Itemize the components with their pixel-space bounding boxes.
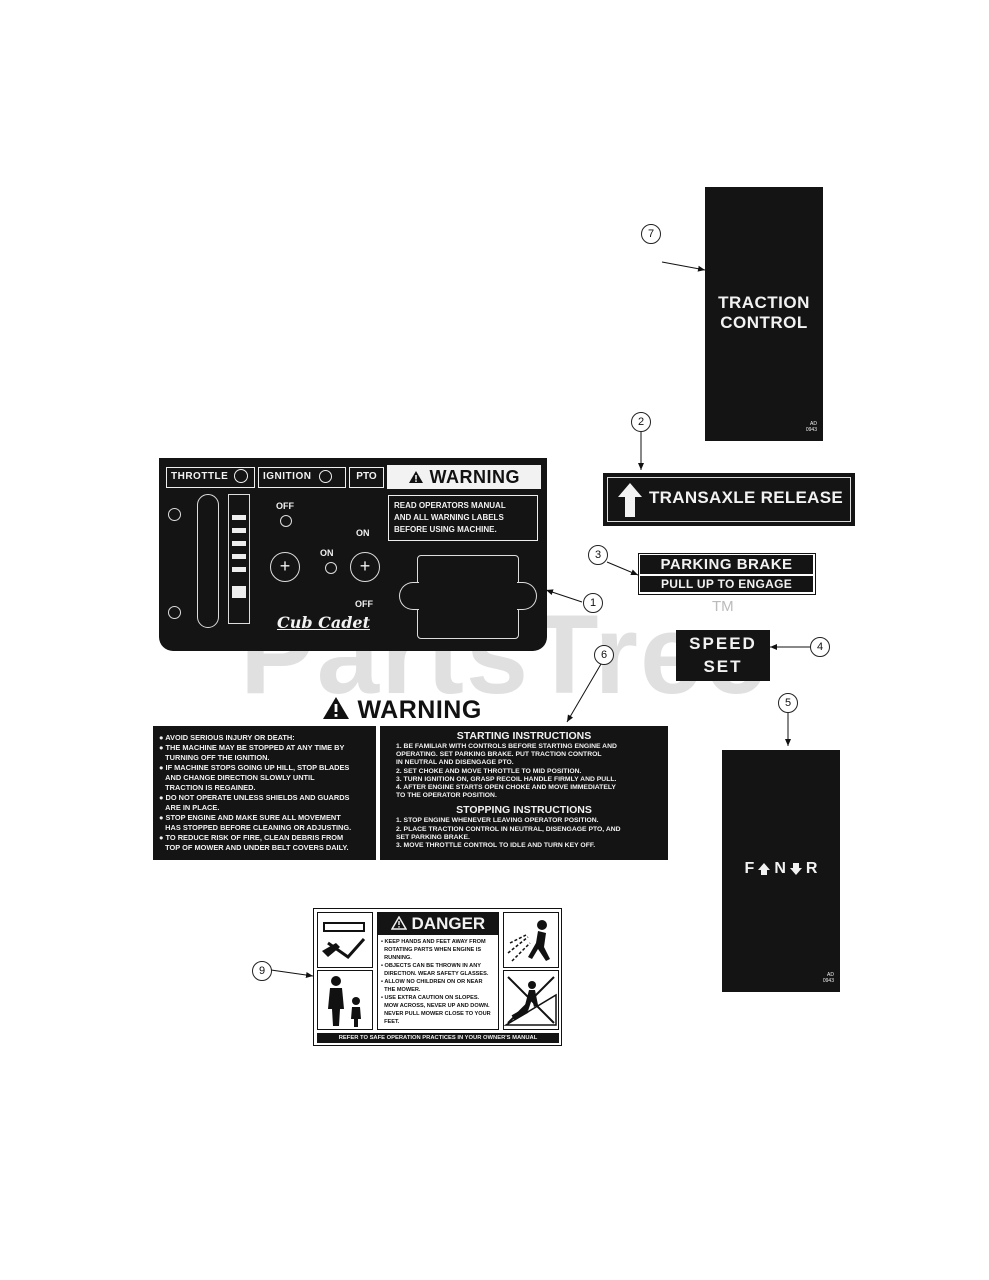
- cutout-tab-right: [517, 582, 537, 610]
- read-manual-box: READ OPERATORS MANUAL AND ALL WARNING LA…: [388, 495, 538, 541]
- starting-title: STARTING INSTRUCTIONS: [456, 730, 592, 742]
- dash-warning-header: WARNING: [387, 465, 541, 489]
- up-arrow-icon: [618, 483, 642, 517]
- reverse-arrow-icon: [789, 863, 802, 875]
- fuel-gauge-cutout: [417, 555, 519, 639]
- traction-control-label: TRACTION CONTROL AD 0943: [705, 187, 823, 441]
- stopping-title: STOPPING INSTRUCTIONS: [456, 804, 592, 817]
- callout-4: 4: [810, 637, 830, 657]
- ignition-header: IGNITION: [258, 467, 346, 488]
- warning-triangle-icon: [408, 471, 423, 483]
- traction-part-code: AD 0943: [805, 421, 817, 433]
- danger-text-panel: DANGER • KEEP HANDS AND FEET AWAY FROM R…: [377, 912, 499, 1030]
- forward-letter: F: [744, 860, 755, 877]
- pto-switch-hole: +: [350, 552, 380, 582]
- instructions-block: STARTING INSTRUCTIONS 1. BE FAMILIAR WIT…: [380, 726, 668, 860]
- pto-on-label: ON: [356, 528, 370, 538]
- child-pictogram: [317, 970, 373, 1030]
- reverse-letter: R: [805, 860, 818, 877]
- forward-arrow-icon: [758, 863, 771, 875]
- callout-7: 6: [594, 645, 614, 665]
- pto-header: PTO: [349, 467, 384, 488]
- warning-item: AND CHANGE DIRECTION SLOWLY UNTIL: [165, 773, 315, 782]
- speed-set-label: SPEED SET: [676, 630, 770, 681]
- warning-heading: WARNING: [322, 696, 482, 725]
- warning-triangle-icon: [323, 697, 349, 719]
- parking-brake-label: PARKING BRAKE PULL UP TO ENGAGE: [638, 553, 816, 595]
- callout-6: 5: [778, 693, 798, 713]
- warning-item: ● AVOID SERIOUS INJURY OR DEATH:: [159, 733, 295, 742]
- warning-item: HAS STOPPED BEFORE CLEANING OR ADJUSTING…: [165, 823, 352, 832]
- direction-part-code: AD 0943: [822, 972, 834, 984]
- pto-off-label: OFF: [355, 599, 373, 609]
- ignition-on-icon: [325, 562, 337, 574]
- traction-line-2: CONTROL: [720, 313, 808, 332]
- parking-brake-line-2: PULL UP TO ENGAGE: [640, 576, 813, 592]
- danger-triangle-icon: [390, 915, 408, 930]
- callout-2: 2: [631, 412, 651, 432]
- callout-5: 7: [641, 224, 661, 244]
- warning-item: TURNING OFF THE IGNITION.: [165, 753, 270, 762]
- warning-item: ● TO REDUCE RISK OF FIRE, CLEAN DEBRIS F…: [159, 833, 344, 842]
- callout-1: 1: [583, 593, 603, 613]
- dash-panel-decal: THROTTLE IGNITION PTO WARNING READ OPERA…: [159, 458, 547, 651]
- speed-line-1: SPEED: [689, 634, 757, 653]
- ignition-switch-hole: +: [270, 552, 300, 582]
- throttle-mount-hole-top: [168, 508, 181, 521]
- throttle-slot: [197, 494, 219, 628]
- throttle-scale: [228, 494, 250, 624]
- danger-footer: REFER TO SAFE OPERATION PRACTICES IN YOU…: [317, 1033, 559, 1043]
- traction-line-1: TRACTION: [718, 293, 810, 312]
- thrown-object-icon: [507, 920, 550, 962]
- warning-item: TRACTION IS REGAINED.: [165, 783, 256, 792]
- ignition-icon: [318, 469, 332, 483]
- speed-line-2: SET: [703, 657, 743, 676]
- warning-item: ● IF MACHINE STOPS GOING UP HILL, STOP B…: [159, 763, 350, 772]
- callout-3: 3: [588, 545, 608, 565]
- warning-item: ● THE MACHINE MAY BE STOPPED AT ANY TIME…: [159, 743, 345, 752]
- transaxle-release-label: TRANSAXLE RELEASE: [603, 473, 855, 526]
- transaxle-text: TRANSAXLE RELEASE: [649, 488, 844, 507]
- ignition-off-icon: [280, 515, 292, 527]
- throttle-icon: [233, 469, 248, 484]
- warning-list-block: ● AVOID SERIOUS INJURY OR DEATH: ● THE M…: [153, 726, 376, 860]
- thrown-objects-pictogram: [503, 912, 559, 968]
- cub-cadet-logo: Cub Cadet: [277, 613, 370, 632]
- hand-blade-pictogram: [317, 912, 373, 968]
- warning-item: ● DO NOT OPERATE UNLESS SHIELDS AND GUAR…: [159, 793, 350, 802]
- cutout-tab-left: [399, 582, 419, 610]
- warning-item: ARE IN PLACE.: [165, 803, 220, 812]
- throttle-mount-hole-bottom: [168, 606, 181, 619]
- danger-text: • KEEP HANDS AND FEET AWAY FROM ROTATING…: [381, 939, 491, 1025]
- danger-title-bar: DANGER: [378, 913, 498, 935]
- throttle-header: THROTTLE: [166, 467, 255, 488]
- warning-item: ● STOP ENGINE AND MAKE SURE ALL MOVEMENT: [159, 813, 341, 822]
- slope-mower-icon: [503, 976, 557, 1026]
- direction-label: F N R AD 0943: [722, 750, 840, 992]
- slope-pictogram: [503, 970, 559, 1030]
- hand-cut-icon: [322, 922, 366, 959]
- ignition-off-label: OFF: [276, 501, 294, 511]
- adult-child-icon: [328, 976, 361, 1027]
- warning-item: TOP OF MOWER AND UNDER BELT COVERS DAILY…: [165, 843, 349, 852]
- callout-9: 9: [252, 961, 272, 981]
- neutral-letter: N: [774, 860, 786, 877]
- ignition-on-label: ON: [320, 548, 334, 558]
- parking-brake-line-1: PARKING BRAKE: [640, 555, 813, 574]
- trademark-mark: TM: [712, 598, 734, 615]
- danger-label: DANGER • KEEP HANDS AND FEET AWAY FROM R…: [313, 908, 562, 1046]
